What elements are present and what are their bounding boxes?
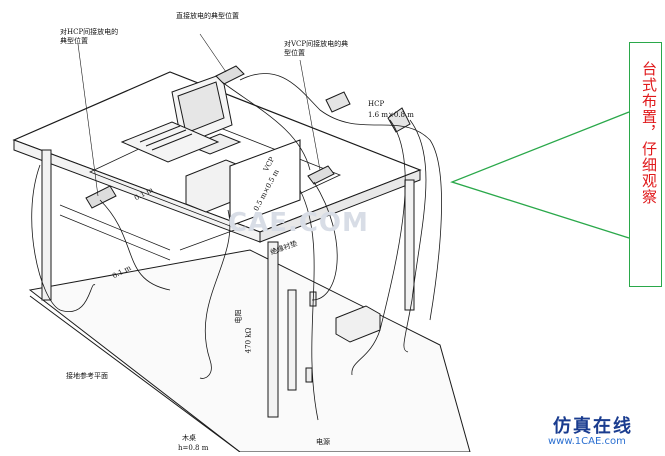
label-wood-table: 木桌 [182, 434, 196, 442]
ground-plane [28, 249, 471, 453]
esd-gun-direct [215, 65, 245, 85]
cable [99, 199, 171, 291]
table-leg-front-left [41, 149, 52, 301]
callout-text: 台式布置，仔细观察 [640, 61, 658, 205]
label-resistor: 电阻 [234, 309, 243, 324]
label-hcp-indirect: 对HCP间接放电的典型位置 [60, 28, 119, 45]
label-power-supply: 电源 [316, 438, 330, 446]
watermark-brand: 仿真在线 [553, 416, 633, 437]
esd-gun-hcp [85, 185, 117, 209]
label-vcp-indirect: 对VCP间接放电的典型位置 [284, 40, 349, 57]
table-top-side [259, 169, 421, 243]
watermark-center: CAE.COM [228, 208, 369, 238]
cable [403, 119, 427, 353]
vcp-plate [229, 139, 301, 227]
cable [311, 181, 338, 301]
monitor-screen [177, 81, 225, 134]
esd-gun-vcp [307, 165, 335, 185]
callout-pointer [450, 111, 630, 239]
table-leg-mid [287, 289, 297, 391]
cable [31, 164, 96, 313]
label-ground-plane: 接地参考平面 [66, 372, 108, 380]
label-hcp-size: 1.6 m×0.8 m [368, 111, 414, 119]
ground-plane-edge [29, 295, 241, 453]
table-leg-back-right [404, 179, 415, 311]
label-hcp: HCP [368, 100, 385, 108]
callout-box: 台式布置，仔细观察 [629, 42, 662, 287]
watermark-site: www.1CAE.com [548, 436, 626, 447]
cable [351, 119, 406, 376]
keyboard [120, 121, 220, 163]
esd-gun-right-1 [325, 91, 351, 113]
table-leg-front-right [267, 241, 279, 418]
label-table-height: h=0.8 m [178, 444, 209, 452]
cable [299, 189, 319, 421]
resistor-element-2 [305, 367, 313, 383]
cable [239, 73, 442, 321]
cable [221, 81, 311, 171]
label-resistor-value: 470 kΩ [244, 327, 253, 354]
label-direct-discharge: 直接放电的典型位置 [176, 12, 239, 20]
cable [199, 209, 231, 379]
